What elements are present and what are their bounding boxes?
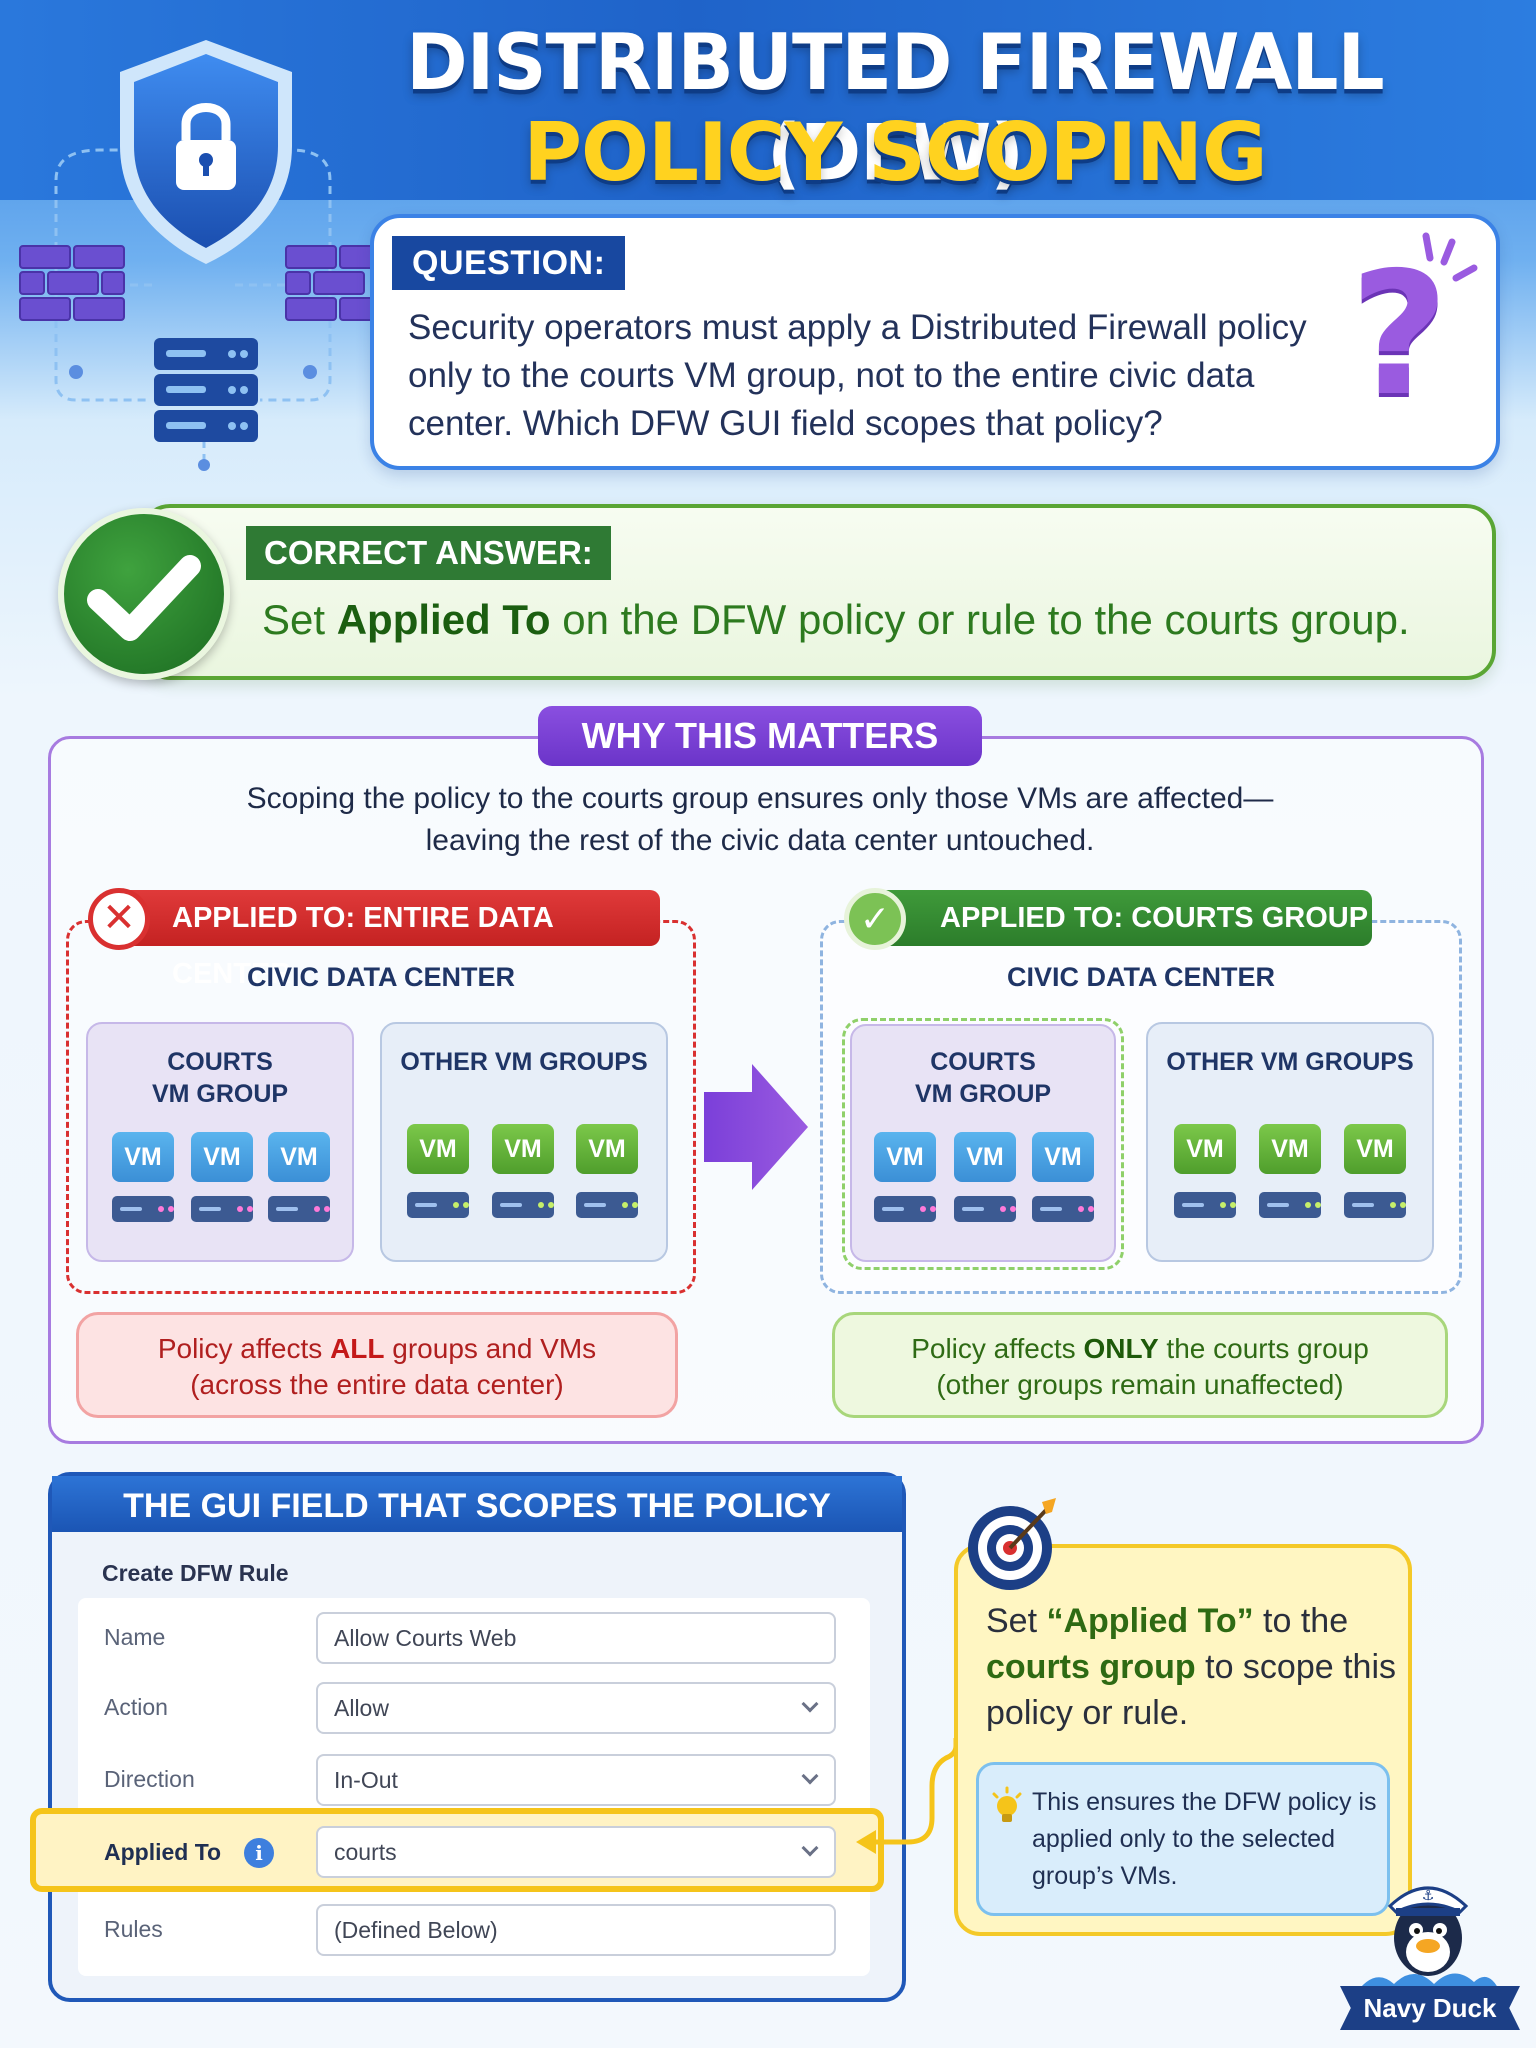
server-icon — [1174, 1192, 1236, 1218]
chevron-down-icon — [801, 1767, 819, 1785]
question-mark-icon: ? — [1350, 236, 1449, 434]
brand-name: Navy Duck — [1340, 1986, 1520, 2030]
server-icon — [576, 1192, 638, 1218]
vm-icon: VM — [112, 1132, 174, 1182]
answer-tag: CORRECT ANSWER: — [246, 526, 611, 580]
rules-label: Rules — [104, 1916, 163, 1942]
answer-text: Set Applied To on the DFW policy or rule… — [262, 596, 1410, 643]
courts-group-note: Policy affects ONLY the courts group (ot… — [832, 1312, 1448, 1418]
server-icon — [874, 1196, 936, 1222]
firewall-brick-icon — [285, 245, 374, 321]
tip-box — [976, 1762, 1390, 1916]
direction-select[interactable]: In-Out — [316, 1754, 836, 1806]
vm-icon: VM — [954, 1132, 1016, 1182]
courts-group-tag: APPLIED TO: COURTS GROUP — [846, 890, 1372, 946]
page-subtitle: POLICY SCOPING — [523, 106, 1267, 199]
action-label: Action — [104, 1694, 168, 1720]
applied-to-label: Applied To — [104, 1839, 222, 1865]
vm-icon: VM — [1174, 1124, 1236, 1174]
server-icon — [1259, 1192, 1321, 1218]
why-text: Scoping the policy to the courts group e… — [246, 782, 1274, 857]
action-select[interactable]: Allow — [316, 1682, 836, 1734]
svg-text:⚓: ⚓ — [1422, 1888, 1435, 1904]
vm-icon: VM — [492, 1124, 554, 1174]
datacenter-label: CIVIC DATA CENTER — [247, 962, 515, 992]
navy-duck-mascot: ⚓ — [1354, 1886, 1500, 2006]
tip-text: This ensures the DFW policy is applied o… — [1032, 1788, 1377, 1890]
callout-connector — [856, 1738, 959, 1854]
server-icon — [492, 1192, 554, 1218]
server-rack-icon — [154, 338, 258, 442]
name-field[interactable]: Allow Courts Web — [316, 1612, 836, 1664]
shield-lock-icon — [120, 40, 292, 264]
datacenter-label: CIVIC DATA CENTER — [1007, 962, 1275, 992]
checkmark-icon — [58, 508, 230, 680]
vm-icon: VM — [407, 1124, 469, 1174]
x-icon: ✕ — [88, 888, 150, 950]
vm-icon: VM — [191, 1132, 253, 1182]
vm-icon: VM — [1032, 1132, 1094, 1182]
target-icon — [968, 1498, 1056, 1590]
question-text: Security operators must apply a Distribu… — [408, 308, 1307, 443]
form-title: Create DFW Rule — [102, 1560, 289, 1586]
server-icon — [407, 1192, 469, 1218]
lightbulb-icon — [992, 1786, 1022, 1822]
firewall-brick-icon — [19, 245, 125, 321]
vm-icon: VM — [1344, 1124, 1406, 1174]
courts-highlight — [842, 1018, 1124, 1270]
server-icon — [1032, 1196, 1094, 1222]
gui-header: THE GUI FIELD THAT SCOPES THE POLICY — [52, 1476, 902, 1532]
entire-datacenter-note: Policy affects ALL groups and VMs (acros… — [76, 1312, 678, 1418]
checkmark-icon: ✓ — [844, 888, 906, 950]
info-icon[interactable]: i — [244, 1838, 274, 1868]
other-group-title: OTHER VM GROUPS — [1166, 1048, 1414, 1076]
vm-icon: VM — [576, 1124, 638, 1174]
vm-icon: VM — [1259, 1124, 1321, 1174]
server-icon — [112, 1196, 174, 1222]
page-title: DISTRIBUTED FIREWALL (DFW) — [406, 17, 1384, 199]
rules-field[interactable]: (Defined Below) — [316, 1904, 836, 1956]
question-tag: QUESTION: — [392, 236, 626, 290]
chevron-down-icon — [801, 1695, 819, 1713]
applied-to-select[interactable]: courts — [316, 1826, 836, 1878]
server-icon — [191, 1196, 253, 1222]
direction-label: Direction — [104, 1766, 195, 1792]
entire-datacenter-tag: APPLIED TO: ENTIRE DATA CENTER — [92, 890, 660, 990]
why-tag: WHY THIS MATTERS — [538, 706, 982, 766]
server-icon — [954, 1196, 1016, 1222]
callout-text: Set “Applied To” to the courts group to … — [986, 1602, 1397, 1732]
sparkle-lines — [1422, 232, 1478, 282]
server-icon — [1344, 1192, 1406, 1218]
server-icon — [268, 1196, 330, 1222]
chevron-down-icon — [801, 1839, 819, 1857]
name-label: Name — [104, 1624, 166, 1650]
arrow-right-icon — [704, 1064, 808, 1190]
vm-icon: VM — [874, 1132, 936, 1182]
other-group-title: OTHER VM GROUPS — [400, 1048, 648, 1076]
vm-icon: VM — [268, 1132, 330, 1182]
